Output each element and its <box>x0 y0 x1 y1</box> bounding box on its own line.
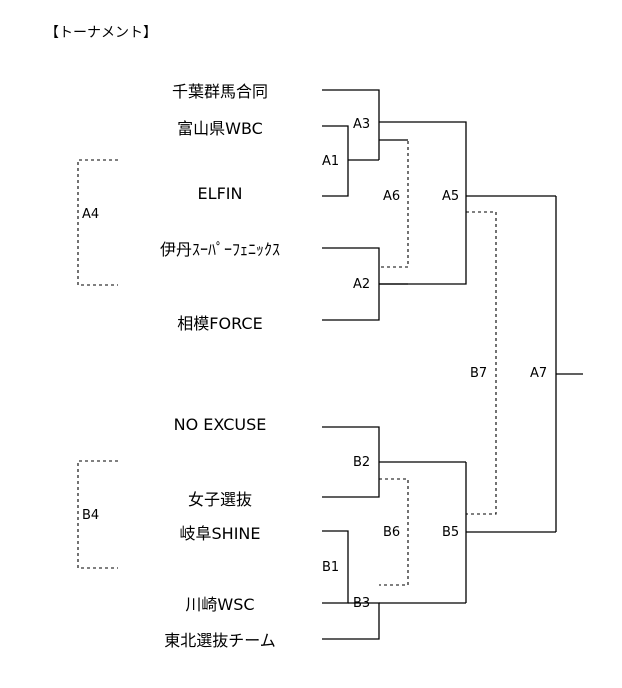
bracket-line-b3 <box>322 602 380 640</box>
bracket-line-b1 <box>322 530 349 604</box>
bracket-line-a6 <box>379 139 409 268</box>
team-name: 川崎WSC <box>185 595 255 614</box>
team-name: 富山県WBC <box>177 119 263 138</box>
match-label-b3: B3 <box>353 596 370 611</box>
bracket-line-a3 <box>322 89 380 160</box>
bracket-line-a2 <box>322 247 380 321</box>
match-label-b7: B7 <box>470 366 487 381</box>
team-name: NO EXCUSE <box>173 415 267 434</box>
match-label-b6: B6 <box>383 525 400 540</box>
match-label-a7: A7 <box>530 366 547 381</box>
bracket-line-b6 <box>379 478 409 586</box>
bracket-line-b7 <box>466 211 497 515</box>
team-name: 東北選抜チーム <box>164 631 276 650</box>
match-label-a2: A2 <box>353 277 370 292</box>
bracket-line-a5 <box>379 121 467 285</box>
page-title: 【トーナメント】 <box>45 25 157 41</box>
team-name: 千葉群馬合同 <box>171 82 269 101</box>
match-label-b4: B4 <box>82 508 99 523</box>
match-label-a4: A4 <box>82 207 99 222</box>
bracket-line-a4 <box>77 159 118 286</box>
bracket-line-a1 <box>322 125 349 197</box>
match-label-a5: A5 <box>442 189 459 204</box>
match-label-a6: A6 <box>383 189 400 204</box>
match-label-b2: B2 <box>353 455 370 470</box>
bracket-line-b2 <box>322 426 380 498</box>
team-name: 岐阜SHINE <box>179 524 261 543</box>
team-name: 女子選抜 <box>187 490 253 509</box>
bracket-line-b4 <box>77 460 118 569</box>
team-name: 相模FORCE <box>177 314 263 333</box>
team-name: 伊丹ｽｰﾊﾟｰﾌｪﾆｯｸｽ <box>159 240 281 259</box>
match-label-a3: A3 <box>353 117 370 132</box>
match-label-a1: A1 <box>322 154 339 169</box>
team-name: ELFIN <box>197 184 243 203</box>
match-label-b5: B5 <box>442 525 459 540</box>
match-label-b1: B1 <box>322 560 339 575</box>
